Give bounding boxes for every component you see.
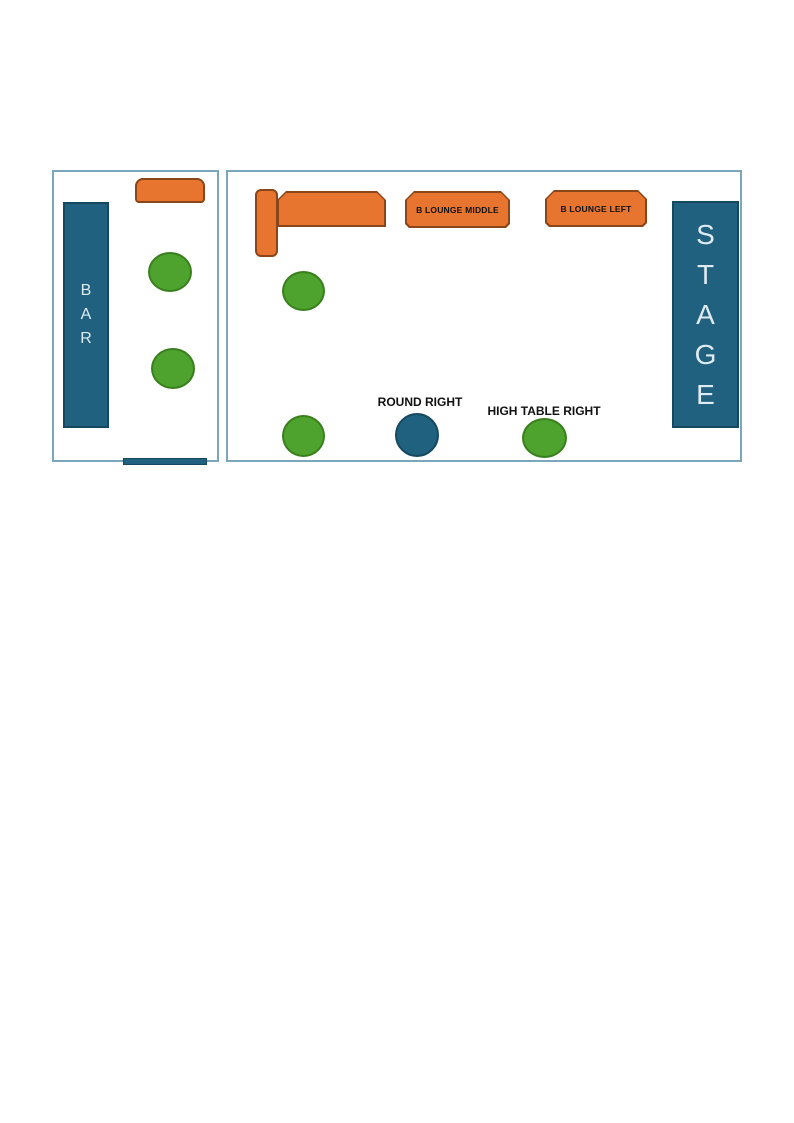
entrance-marker [123, 458, 207, 465]
bar-back-counter [135, 178, 205, 203]
stage-letter: E [696, 378, 715, 410]
round-table [148, 252, 192, 292]
round-right-table [395, 413, 439, 457]
stage-fixture: S T A G E [672, 201, 739, 428]
round-table [151, 348, 195, 389]
high-table-right-label: HIGH TABLE RIGHT [487, 404, 601, 418]
round-table [282, 271, 325, 311]
booth-fill [407, 193, 508, 226]
bar-letter: R [80, 330, 92, 347]
bar-letter: B [80, 282, 92, 299]
booth-b-lounge-middle: B LOUNGE MIDDLE [405, 191, 510, 228]
stage-letter: G [694, 338, 717, 370]
bar-fixture: B A R [63, 202, 109, 428]
bar-letter: A [80, 306, 92, 323]
stage-letter: S [696, 218, 715, 250]
round-right-label: ROUND RIGHT [377, 395, 463, 409]
high-table-right [522, 418, 567, 458]
booth-b-lounge-left: B LOUNGE LEFT [545, 190, 647, 227]
sofa-fill [279, 193, 384, 225]
booth-label: B LOUNGE MIDDLE [416, 204, 499, 215]
stage-letter: A [696, 298, 715, 330]
stage-letter: T [696, 258, 715, 290]
round-table [282, 415, 325, 457]
lounge-sofa-horizontal [277, 191, 386, 227]
booth-fill [547, 192, 645, 225]
lounge-sofa-vertical [255, 189, 278, 257]
booth-label: B LOUNGE LEFT [560, 203, 632, 214]
